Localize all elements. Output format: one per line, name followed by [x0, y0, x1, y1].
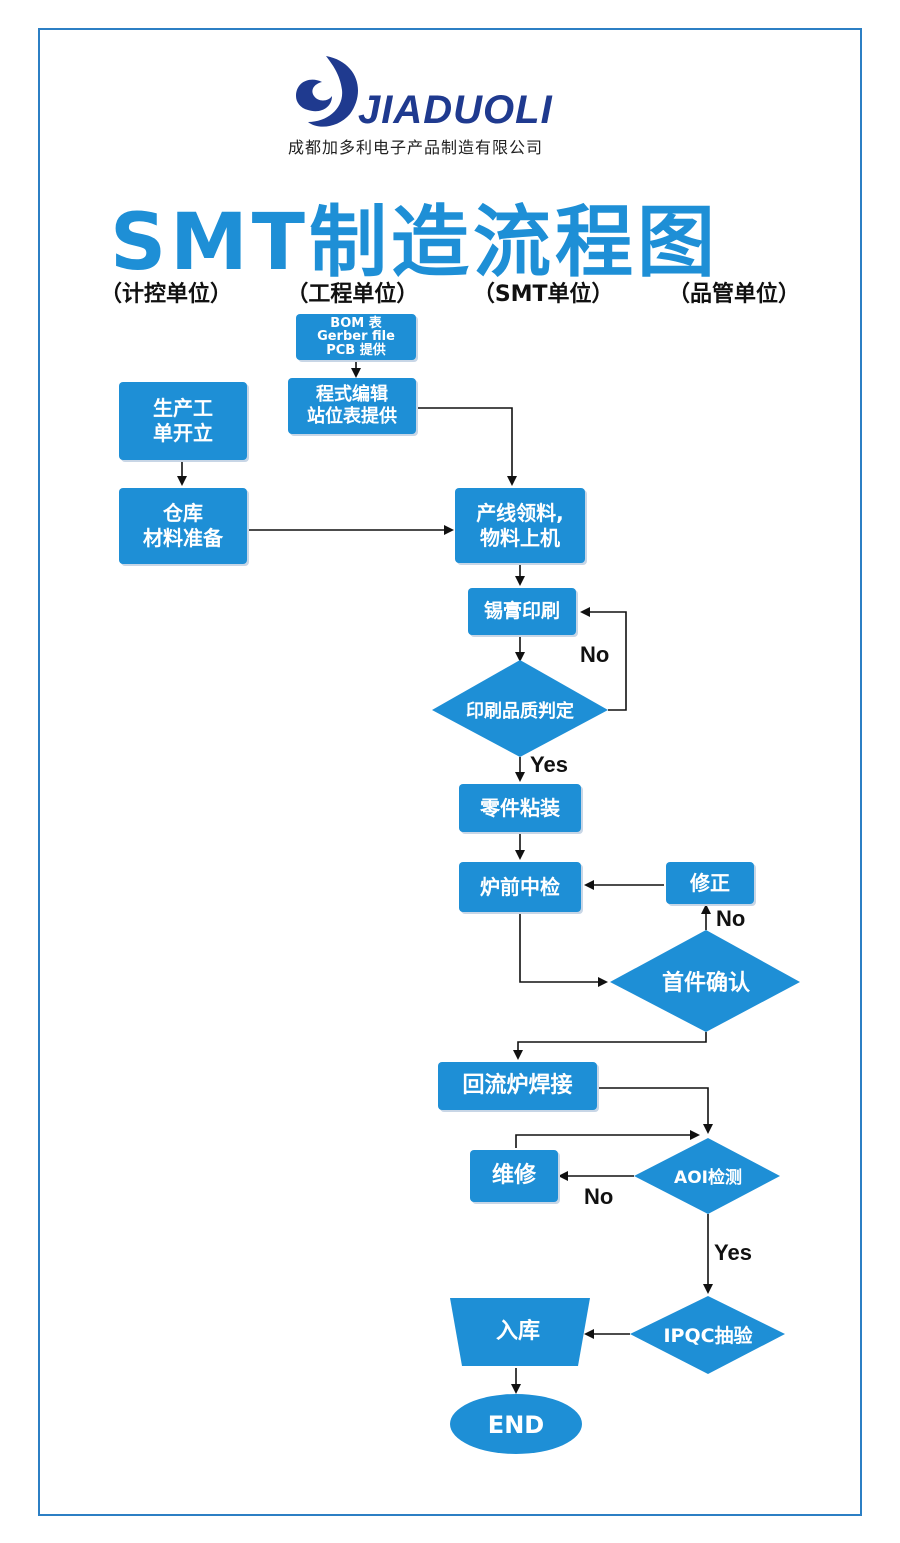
program-line: 程式编辑 [316, 383, 388, 405]
work-order-line: 生产工 [153, 396, 213, 420]
first-confirm-diamond [610, 930, 800, 1032]
placement-box: 零件粘装 [459, 784, 581, 832]
end-ellipse [450, 1394, 582, 1454]
logo-text: JIADUOLI [358, 88, 553, 132]
bom-box: BOM 表 Gerber file PCB 提供 [296, 314, 416, 360]
no-label: No [580, 642, 610, 667]
company-name: 成都加多利电子产品制造有限公司 [288, 138, 544, 157]
line-pick-box: 产线领料, 物料上机 [455, 488, 585, 563]
unit-headers: （计控单位） （工程单位） （SMT单位） （品管单位） [100, 276, 800, 308]
arrow-reflow-aoi [597, 1087, 713, 1134]
yes-label: Yes [530, 752, 568, 777]
line-pick-line: 物料上机 [479, 525, 560, 550]
work-order-line: 单开立 [153, 421, 213, 445]
unit-header: （SMT单位） [472, 282, 614, 307]
bom-line: BOM 表 [330, 315, 382, 331]
arrow-repair-aoi [515, 1130, 700, 1148]
arrow-judge-no [580, 607, 627, 711]
aoi-diamond [634, 1138, 780, 1214]
arrow-confirm-reflow [513, 1032, 707, 1060]
page-title: SMT制造流程图 [110, 198, 720, 288]
arrow-program-linepick [416, 407, 517, 486]
unit-header: （计控单位） [100, 282, 233, 307]
ipqc-text: IPQC抽验 [663, 1324, 753, 1347]
end-text: END [488, 1411, 544, 1439]
line-pick-line: 产线领料, [476, 500, 564, 525]
bom-line: Gerber file [317, 329, 395, 345]
solder-print-box: 锡膏印刷 [468, 588, 576, 635]
correction-box: 修正 [666, 862, 754, 904]
jiaduoli-logo-icon [296, 56, 358, 127]
print-judge-diamond [432, 660, 608, 757]
storage-trapezoid [450, 1298, 590, 1366]
ipqc-diamond [630, 1296, 785, 1374]
program-line: 站位表提供 [307, 406, 397, 427]
warehouse-box: 仓库 材料准备 [119, 488, 247, 564]
yes-label: Yes [714, 1240, 752, 1265]
work-order-box: 生产工 单开立 [119, 382, 247, 460]
first-confirm-text: 首件确认 [662, 970, 750, 996]
repair-box: 维修 [470, 1150, 558, 1202]
no-label: No [716, 906, 746, 931]
pre-inspect-box: 炉前中检 [459, 862, 581, 912]
storage-text: 入库 [496, 1319, 540, 1344]
reflow-box: 回流炉焊接 [438, 1062, 597, 1110]
arrow-preinspect-confirm [519, 912, 608, 987]
poster-frame [38, 28, 862, 1516]
program-box: 程式编辑 站位表提供 [288, 378, 416, 434]
warehouse-line: 材料准备 [143, 526, 223, 550]
unit-header: （工程单位） [286, 282, 419, 307]
print-judge-text: 印刷品质判定 [466, 700, 574, 722]
no-label: No [584, 1184, 614, 1209]
unit-header: （品管单位） [667, 282, 800, 307]
warehouse-line: 仓库 [163, 501, 203, 525]
bom-line: PCB 提供 [326, 342, 386, 358]
aoi-text: AOI检测 [674, 1167, 742, 1188]
